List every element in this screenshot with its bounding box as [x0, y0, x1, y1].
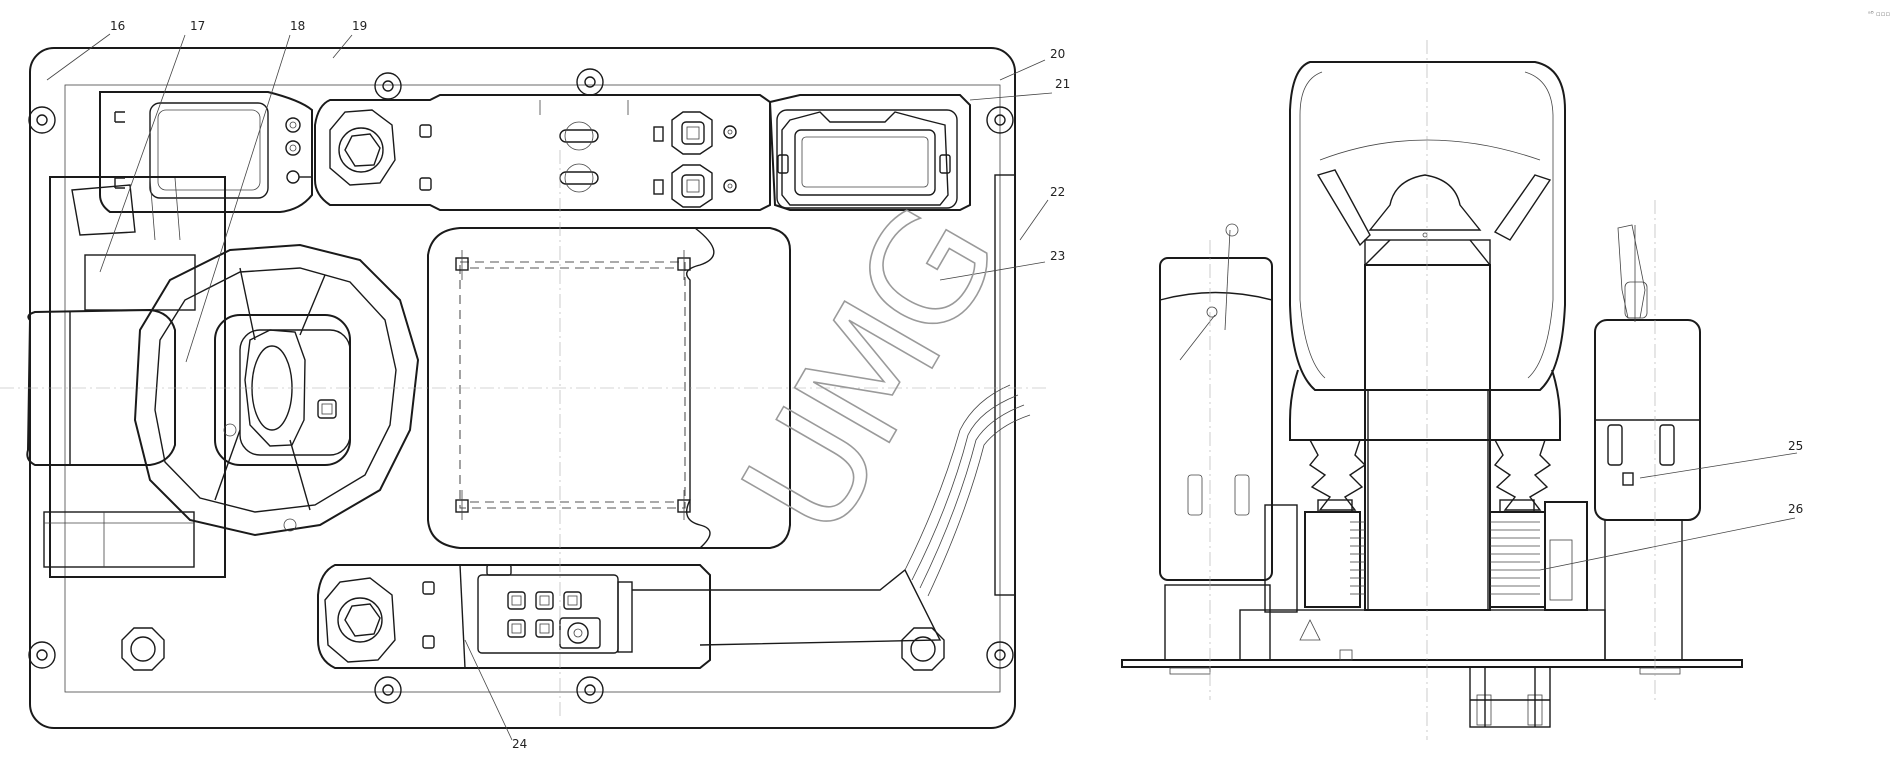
callout-20: 20 — [1050, 47, 1065, 61]
mounting-stud-icon — [455, 250, 691, 520]
callout-21: 21 — [1055, 77, 1070, 91]
watermark: UMG — [710, 184, 1029, 563]
steering-wheel — [133, 243, 420, 537]
top-view — [0, 47, 1050, 729]
corner-mark: ᵃᴮ ▫▫▫ — [1868, 10, 1890, 18]
callout-17: 17 — [190, 19, 205, 33]
mounting-bolt-icon — [28, 68, 1014, 704]
callout-22: 22 — [1050, 185, 1065, 199]
front-view — [1121, 40, 1743, 740]
callout-26: 26 — [1788, 502, 1803, 516]
display-screen — [149, 102, 269, 199]
callout-24: 24 — [512, 737, 527, 751]
floor-plate — [1121, 659, 1743, 668]
callout-25: 25 — [1788, 439, 1803, 453]
callout-18: 18 — [290, 19, 305, 33]
bellows-actuator — [1304, 439, 1588, 611]
control-button-icon — [507, 591, 601, 649]
callout-leaders — [46, 33, 1798, 741]
joystick-icon — [1617, 224, 1648, 322]
callout-16: 16 — [110, 19, 125, 33]
callout-labels: 16 17 18 19 20 21 22 23 24 25 26 ᵃᴮ ▫▫▫ — [110, 10, 1890, 751]
callout-19: 19 — [352, 19, 367, 33]
callout-23: 23 — [1050, 249, 1065, 263]
